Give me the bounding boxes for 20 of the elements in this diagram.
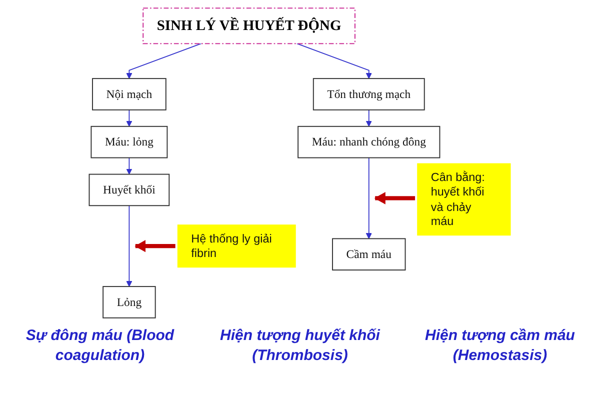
- node-box: Tổn thương mạch: [312, 78, 425, 110]
- arrow: [134, 240, 176, 252]
- node-box: SINH LÝ VỀ HUYẾT ĐỘNG: [142, 8, 356, 44]
- node-box: Cầm máu: [332, 238, 406, 270]
- node-box: Nội mạch: [92, 78, 166, 110]
- node-box: Máu: nhanh chóng đông: [298, 126, 440, 158]
- arrow: [126, 109, 132, 127]
- arrow: [126, 205, 132, 287]
- node-box: Hệ thống ly giải fibrin: [177, 224, 296, 268]
- node-box: Máu: lỏng: [90, 126, 168, 158]
- node-box: Huyết khối: [88, 174, 170, 206]
- column-caption: Sự đông máu (Blood coagulation): [24, 326, 176, 365]
- arrow: [126, 157, 132, 175]
- arrow: [366, 109, 372, 127]
- arrow: [374, 192, 416, 204]
- node-box: Cân bằng: huyết khối và chảy máu: [417, 163, 511, 236]
- column-caption: Hiện tượng huyết khối (Thrombosis): [219, 326, 382, 365]
- column-caption: Hiện tượng cầm máu (Hemostasis): [424, 326, 576, 365]
- arrow: [366, 157, 372, 239]
- node-box: Lỏng: [102, 286, 156, 318]
